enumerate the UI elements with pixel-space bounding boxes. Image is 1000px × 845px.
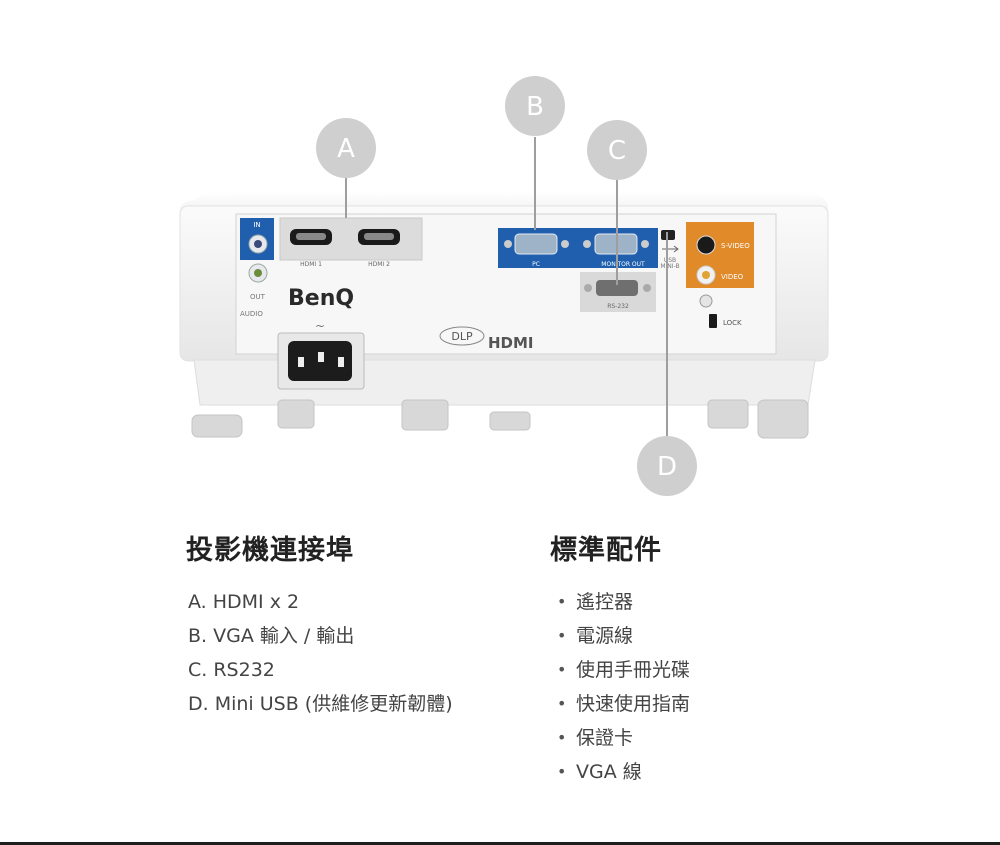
rs232-port (596, 280, 638, 296)
benq-logo: BenQ (288, 286, 354, 311)
accessory-label: 使用手冊光碟 (576, 659, 691, 681)
accessory-item: • 快速使用指南 (550, 687, 880, 721)
hdmi-logo: HDMI (488, 334, 534, 352)
ports-section: 投影機連接埠 A. HDMI x 2 B. VGA 輸入 / 輸出 C. RS2… (186, 528, 516, 721)
usb-icon (662, 245, 679, 253)
video-port-group (686, 222, 754, 288)
accessory-item: • 保證卡 (550, 721, 880, 755)
accessory-item: • 電源線 (550, 619, 880, 653)
audio-in-label: IN (253, 221, 260, 229)
lock-slot (709, 314, 717, 328)
callout-d: D (637, 436, 697, 496)
callout-lines (345, 137, 668, 436)
port-item-a: A. HDMI x 2 (188, 591, 300, 613)
kensington-icon (699, 294, 713, 308)
accessory-label: 保證卡 (576, 727, 634, 749)
svg-text:A: A (337, 134, 355, 164)
bullet-icon: • (557, 660, 567, 679)
accessory-label: 遙控器 (576, 591, 634, 613)
callout-b: B (505, 76, 565, 136)
bullet-icon: • (557, 728, 567, 747)
hdmi2-label: HDMI 2 (368, 261, 390, 268)
usb-label: USB (664, 257, 676, 264)
audio-label: AUDIO (240, 310, 263, 318)
port-item-b: B. VGA 輸入 / 輸出 (188, 625, 355, 647)
accessory-item: • 使用手冊光碟 (550, 653, 880, 687)
accessory-label: 電源線 (576, 625, 634, 647)
lock-label: LOCK (723, 319, 742, 327)
bullet-icon: • (557, 762, 567, 781)
bottom-divider (0, 842, 1000, 845)
svg-text:B: B (526, 92, 544, 122)
pc-label: PC (532, 261, 540, 268)
bullet-icon: • (557, 592, 567, 611)
accessories-title: 標準配件 (550, 535, 662, 566)
video-label: VIDEO (721, 273, 744, 281)
accessories-list: • 遙控器 • 電源線 • 使用手冊光碟 • 快速使用指南 • 保證卡 • VGA 線 (550, 585, 880, 789)
projector-feet (191, 399, 809, 439)
rs232-label: RS-232 (607, 303, 629, 310)
svg-text:C: C (608, 136, 626, 166)
svg-text:D: D (657, 452, 677, 482)
projector-rear-illustration: IN OUT AUDIO HDMI 1 HDMI 2 BenQ ~ PC MON… (179, 76, 829, 496)
port-item-d: D. Mini USB (供維修更新韌體) (188, 693, 453, 715)
bullet-icon: • (557, 694, 567, 713)
bullet-icon: • (557, 626, 567, 645)
audio-out-label: OUT (250, 293, 266, 301)
ports-title: 投影機連接埠 (186, 535, 354, 566)
dlp-logo: DLP (451, 330, 473, 343)
callout-c: C (587, 120, 647, 180)
callout-a: A (316, 118, 376, 178)
accessory-label: VGA 線 (576, 761, 642, 783)
accessory-label: 快速使用指南 (576, 693, 691, 715)
ports-list: A. HDMI x 2 B. VGA 輸入 / 輸出 C. RS232 D. M… (186, 585, 516, 721)
monitor-out-label: MONITOR OUT (601, 261, 645, 268)
mini-b-label: MINI-B (660, 263, 679, 270)
svideo-port (696, 235, 716, 255)
accessory-item: • 遙控器 (550, 585, 880, 619)
accessory-item: • VGA 線 (550, 755, 880, 789)
svideo-label: S-VIDEO (721, 242, 750, 250)
ac-symbol: ~ (315, 319, 325, 333)
dlp-logo-ring (439, 326, 485, 346)
port-item-c: C. RS232 (188, 659, 275, 681)
accessories-section: 標準配件 • 遙控器 • 電源線 • 使用手冊光碟 • 快速使用指南 • 保證卡 • VGA… (550, 528, 880, 789)
hdmi1-label: HDMI 1 (300, 261, 322, 268)
vga-pc-port (514, 233, 558, 255)
